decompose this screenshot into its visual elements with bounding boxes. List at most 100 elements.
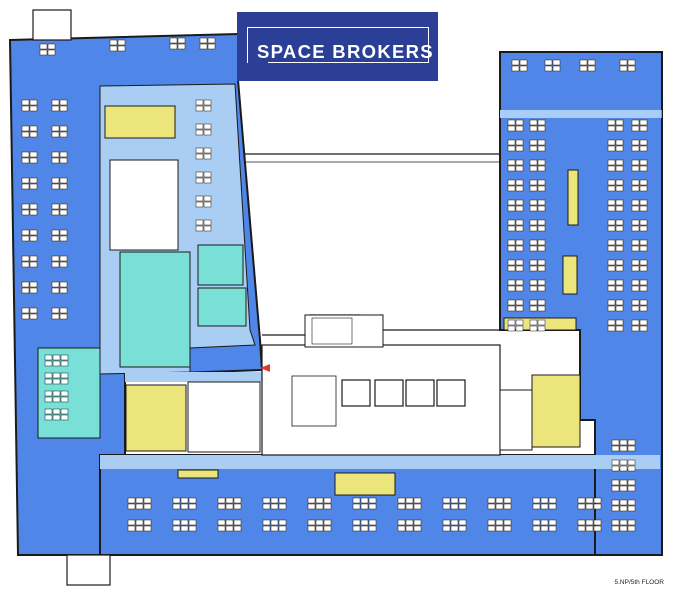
desk <box>631 125 640 132</box>
desk <box>507 239 516 246</box>
east-corridor <box>500 110 662 118</box>
desk <box>611 519 620 526</box>
desk <box>495 503 504 510</box>
desk <box>60 396 69 403</box>
brand-logo: SPACE BROKERS <box>237 12 438 81</box>
desk <box>587 59 596 66</box>
desk <box>532 497 541 504</box>
desk <box>143 525 152 532</box>
desk <box>44 372 53 379</box>
desk <box>515 159 524 166</box>
desk <box>577 503 586 510</box>
desk <box>529 199 538 206</box>
desk <box>21 131 30 138</box>
desk <box>615 165 624 172</box>
desk <box>537 159 546 166</box>
desk <box>639 119 648 126</box>
desk <box>639 225 648 232</box>
desk <box>270 497 279 504</box>
desk <box>307 519 316 526</box>
desk <box>51 261 60 268</box>
desk <box>29 157 38 164</box>
desk <box>51 255 60 262</box>
desk <box>515 265 524 272</box>
desk <box>51 203 60 210</box>
desk <box>47 43 56 50</box>
desk <box>544 59 553 66</box>
desk <box>607 165 616 172</box>
desk <box>631 225 640 232</box>
desk <box>225 497 234 504</box>
desk <box>537 245 546 252</box>
desk <box>515 319 524 326</box>
desk <box>127 497 136 504</box>
desk <box>52 372 61 379</box>
desk <box>59 307 68 314</box>
desk <box>519 59 528 66</box>
desk <box>44 354 53 361</box>
desk <box>29 105 38 112</box>
desk <box>52 414 61 421</box>
desk <box>59 125 68 132</box>
desk <box>631 299 640 306</box>
desk <box>172 519 181 526</box>
desk <box>413 519 422 526</box>
service-kitchen-east-2 <box>562 255 578 295</box>
desk <box>172 525 181 532</box>
desk <box>368 497 377 504</box>
desk <box>631 285 640 292</box>
desk <box>442 519 451 526</box>
desk <box>405 503 414 510</box>
desk <box>507 245 516 252</box>
desk <box>529 225 538 232</box>
desk <box>537 179 546 186</box>
desk <box>233 525 242 532</box>
desk <box>507 159 516 166</box>
desk <box>169 43 178 50</box>
desk <box>44 378 53 385</box>
desk <box>619 499 628 506</box>
desk <box>615 225 624 232</box>
desk <box>188 497 197 504</box>
desk <box>585 525 594 532</box>
desk <box>203 171 212 178</box>
desk <box>503 503 512 510</box>
desk <box>262 519 271 526</box>
desk <box>217 497 226 504</box>
desk <box>203 225 212 232</box>
core-block <box>261 344 501 456</box>
extensions <box>32 9 111 586</box>
desk-clusters <box>21 37 648 532</box>
desk <box>627 525 636 532</box>
desk <box>515 165 524 172</box>
desk <box>611 499 620 506</box>
desk <box>639 265 648 272</box>
desk <box>577 519 586 526</box>
desk <box>360 503 369 510</box>
desk <box>537 165 546 172</box>
desk <box>44 396 53 403</box>
desk <box>615 239 624 246</box>
desk <box>639 279 648 286</box>
desk <box>60 360 69 367</box>
desk <box>529 185 538 192</box>
desk <box>51 229 60 236</box>
desk <box>109 39 118 46</box>
desk <box>199 37 208 44</box>
desk <box>458 525 467 532</box>
desk <box>352 519 361 526</box>
desk <box>552 65 561 72</box>
desk <box>51 183 60 190</box>
desk <box>577 497 586 504</box>
desk <box>487 497 496 504</box>
desk <box>59 157 68 164</box>
desk <box>639 185 648 192</box>
desk <box>615 325 624 332</box>
desk <box>611 525 620 532</box>
building-core <box>109 159 533 456</box>
desk <box>442 503 451 510</box>
desk <box>195 225 204 232</box>
desk <box>593 497 602 504</box>
desk <box>135 503 144 510</box>
desk <box>127 519 136 526</box>
